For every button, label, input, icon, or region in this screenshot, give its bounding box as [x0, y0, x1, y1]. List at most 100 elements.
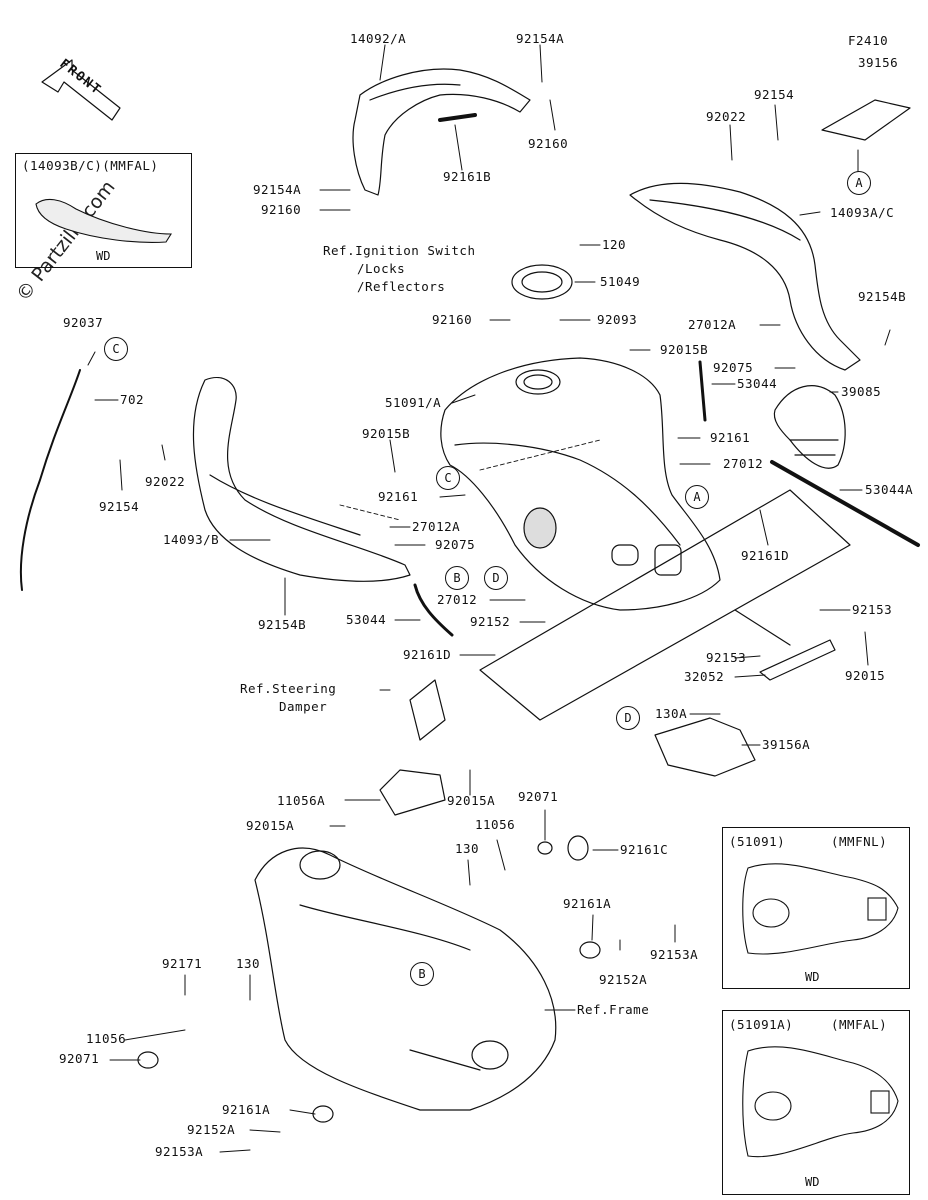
part-label: 130A [655, 706, 688, 721]
part-label: 92152A [599, 972, 648, 987]
part-label: 53044A [865, 482, 914, 497]
diagram-code: F2410 [848, 33, 889, 48]
part-label: 92171 [162, 956, 203, 971]
inset-51091-variant: (MMFNL) [831, 834, 888, 849]
part-label: 51049 [600, 274, 641, 289]
right-cover-14093ac [629, 182, 861, 371]
ref-reflectors: /Reflectors [357, 279, 446, 294]
part-label: 130 [455, 841, 480, 856]
part-label: 92161C [620, 842, 669, 857]
inset-14093bc-foot: WD [96, 249, 111, 263]
inset-14093bc-title: (14093B/C)(MMFAL) [22, 158, 159, 173]
part-label: 92160 [528, 136, 569, 151]
ref-damper: Damper [279, 699, 328, 714]
inset-51091a-variant: (MMFAL) [831, 1017, 888, 1032]
top-cover-14092a [352, 68, 531, 196]
part-label: 92154 [754, 87, 795, 102]
part-label: 120 [602, 237, 627, 252]
part-label: 14092/A [350, 31, 407, 46]
part-label: 92037 [63, 315, 104, 330]
damper-bracket [409, 679, 446, 741]
inset-51091-title: (51091) [729, 834, 786, 849]
part-label: 53044 [346, 612, 387, 627]
fuel-cap-51049 [511, 264, 573, 300]
inset-51091: (51091) (MMFNL) WD [722, 827, 910, 989]
decal-39156a [654, 717, 756, 777]
part-label: 32052 [684, 669, 725, 684]
part-label: 92154 [99, 499, 140, 514]
part-label: 92161D [403, 647, 452, 662]
part-label: 92015B [362, 426, 411, 441]
part-label: 27012 [723, 456, 764, 471]
part-label: 92071 [59, 1051, 100, 1066]
callout-b: B [410, 962, 434, 986]
part-label: 92154A [253, 182, 302, 197]
part-label: 92015A [447, 793, 496, 808]
fuel-tank-51091a [440, 357, 721, 611]
part-label: 92153 [852, 602, 893, 617]
callout-b: B [445, 566, 469, 590]
part-label: 27012A [688, 317, 737, 332]
part-label: 39156 [858, 55, 899, 70]
part-label: 27012 [437, 592, 478, 607]
part-label: 14093A/C [830, 205, 895, 220]
frame-under-tank [254, 847, 557, 1111]
part-label: 92153A [155, 1144, 204, 1159]
part-label: 92154A [516, 31, 565, 46]
ref-steering: Ref.Steering [240, 681, 337, 696]
part-label: 39085 [841, 384, 882, 399]
inset-14093bc: (14093B/C)(MMFAL) WD [15, 153, 192, 268]
ref-ignition-switch: Ref.Ignition Switch [323, 243, 476, 258]
part-label: 92015 [845, 668, 886, 683]
part-label: 92075 [435, 537, 476, 552]
part-label: 92022 [145, 474, 186, 489]
inset-51091a: (51091A) (MMFAL) WD [722, 1010, 910, 1195]
strip-53044a [770, 460, 920, 547]
hose-702 [19, 369, 81, 591]
callout-c: C [436, 466, 460, 490]
part-label: 92160 [432, 312, 473, 327]
part-label: 11056A [277, 793, 326, 808]
part-label: 92153A [650, 947, 699, 962]
part-label: 92154B [858, 289, 907, 304]
callout-d: D [484, 566, 508, 590]
part-label: 27012A [412, 519, 461, 534]
part-label: 92022 [706, 109, 747, 124]
part-label: 92152A [187, 1122, 236, 1137]
part-label: 92154B [258, 617, 307, 632]
part-label: 92153 [706, 650, 747, 665]
part-label: 39156A [762, 737, 811, 752]
part-label: 11056 [86, 1031, 127, 1046]
callout-d: D [616, 706, 640, 730]
part-label: 92161A [222, 1102, 271, 1117]
inset-51091-foot: WD [805, 970, 820, 984]
inset-51091a-foot: WD [805, 1175, 820, 1189]
left-cover-14093b [192, 377, 411, 583]
plate-panel [479, 489, 851, 721]
leader-lines [87, 44, 891, 1153]
callout-a: A [685, 485, 709, 509]
part-label: 92161A [563, 896, 612, 911]
ref-locks: /Locks [357, 261, 406, 276]
part-label: 51091/A [385, 395, 442, 410]
part-label: 92075 [713, 360, 754, 375]
part-label: 53044 [737, 376, 778, 391]
callout-a: A [847, 171, 871, 195]
part-label: 92015B [660, 342, 709, 357]
part-label: 92161B [443, 169, 492, 184]
part-label: 92093 [597, 312, 638, 327]
part-label: 92160 [261, 202, 302, 217]
part-label: 92161D [741, 548, 790, 563]
part-label: 92015A [246, 818, 295, 833]
part-label: 92152 [470, 614, 511, 629]
part-label: 702 [120, 392, 145, 407]
ref-frame: Ref.Frame [577, 1002, 650, 1017]
inset-51091a-title: (51091A) [729, 1017, 794, 1032]
callout-c: C [104, 337, 128, 361]
front-arrow [41, 59, 121, 121]
part-label: 11056 [475, 817, 516, 832]
part-label: 92161 [378, 489, 419, 504]
decal-39156 [821, 99, 911, 141]
